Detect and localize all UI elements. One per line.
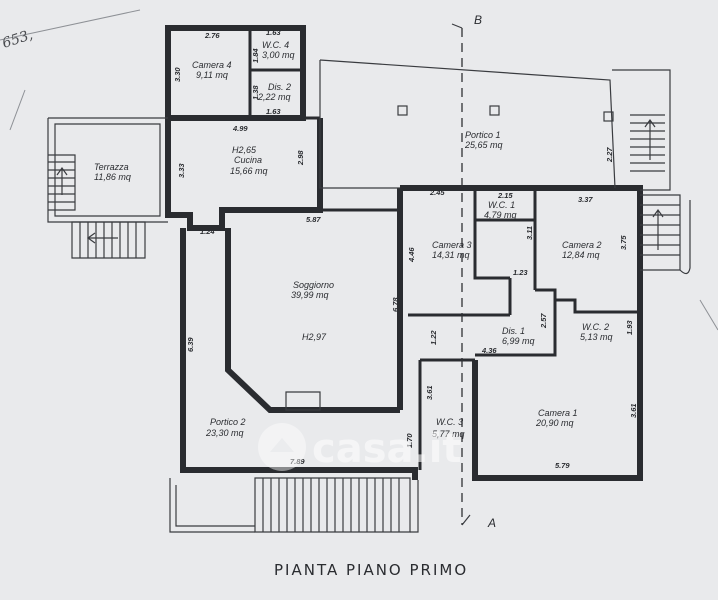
dimension-label: 3.61 [629, 403, 638, 418]
wall-dis1-bottom [475, 288, 557, 357]
right-staircase [612, 69, 691, 275]
pencil-mark [699, 299, 718, 331]
pillar [489, 105, 500, 116]
pencil-mark [0, 9, 141, 41]
room-area-portico2: 23,30 mq [205, 428, 244, 438]
dimension-label: 3.61 [425, 385, 434, 400]
pencil-mark [9, 89, 26, 131]
room-name-camera3: Camera 3 [432, 240, 472, 250]
portico1-outline [319, 59, 616, 189]
room-name-camera2: Camera 2 [562, 240, 602, 250]
drawing-title: PIANTA PIANO PRIMO [274, 561, 468, 579]
wall-main-left-bottom [180, 228, 418, 480]
dimension-label: 4.36 [481, 346, 497, 355]
room-name-portico1: Portico 1 [465, 130, 501, 140]
wall-wc3 [418, 358, 475, 470]
dimension-label: 1.22 [429, 330, 438, 345]
dimension-label: 2.57 [539, 313, 548, 329]
bottom-staircase [254, 477, 411, 533]
wall-east-block [400, 185, 643, 481]
watermark: casa.it [258, 423, 462, 472]
room-name-dis1: Dis. 1 [502, 326, 525, 336]
portico2-railing [169, 478, 419, 533]
room-name-terrazza: Terrazza [94, 162, 129, 172]
dimension-label: 3.30 [173, 67, 182, 82]
dimension-label: 1.38 [251, 85, 260, 100]
room-area-camera4: 9,11 mq [196, 70, 228, 80]
dimension-label: 2.76 [204, 31, 220, 40]
room-name-wc2: W.C. 2 [582, 322, 609, 332]
room-name-camera1: Camera 1 [538, 408, 578, 418]
dimension-label: 5.87 [306, 215, 321, 224]
dimension-label: 1.63 [266, 28, 281, 37]
room-area-terrazza: 11,86 mq [94, 172, 131, 182]
section-mark-top: B [474, 13, 482, 27]
portico2-railing [175, 485, 255, 527]
dimension-label: 3.11 [525, 226, 534, 240]
dimension-label: 3.33 [177, 163, 186, 178]
room-area-wc2: 5,13 mq [580, 332, 613, 342]
room-area-camera1: 20,90 mq [535, 418, 574, 428]
room-area-camera3: 14,31 mq [432, 250, 470, 260]
dimension-label: 1.84 [251, 48, 260, 63]
room-area-cucina: 15,66 mq [230, 166, 268, 176]
room-name-wc3: W.C. 3 [436, 417, 463, 427]
pillar [397, 105, 408, 116]
room-name-wc1: W.C. 1 [488, 200, 515, 210]
dimension-label: 1.70 [405, 433, 414, 448]
dimension-label: 2.45 [429, 188, 445, 197]
room-area-wc4: 3,00 mq [262, 50, 295, 60]
section-arrow [451, 23, 471, 526]
dimension-label: 1.24 [200, 227, 215, 236]
dimension-label: 5.79 [555, 461, 570, 470]
dimension-label: 4.99 [232, 124, 248, 133]
left-staircase [48, 154, 146, 259]
terrazza-railing [54, 123, 161, 217]
room-name-soggiorno: Soggiorno [293, 280, 334, 290]
room-height-soggiorno: H2,97 [302, 332, 327, 342]
room-area-wc1: 4,79 mq [484, 210, 517, 220]
room-area-portico1: 25,65 mq [464, 140, 503, 150]
room-area-soggiorno: 39,99 mq [291, 290, 329, 300]
portico1-outline [319, 60, 400, 189]
room-area-dis2: 2,22 mq [257, 92, 291, 102]
dimension-label: 7.89 [290, 457, 305, 466]
dimension-label: 6.39 [186, 337, 195, 352]
dimension-label: 6.78 [391, 297, 400, 312]
watermark-text: casa.it [312, 426, 462, 472]
room-name-wc4: W.C. 4 [262, 40, 289, 50]
room-height-cucina: H2,65 [232, 145, 257, 155]
room-name-camera4: Camera 4 [192, 60, 232, 70]
dimension-label: 4.46 [407, 247, 416, 263]
dimension-label: 1.23 [513, 268, 528, 277]
room-name-dis2: Dis. 2 [268, 82, 291, 92]
wall-camera3-wc1 [473, 188, 510, 280]
dimension-label: 2.98 [296, 150, 305, 166]
room-name-portico2: Portico 2 [210, 417, 246, 427]
section-mark-bottom: A [487, 516, 496, 530]
room-area-dis1: 6,99 mq [502, 336, 535, 346]
dimension-label: 1.93 [625, 320, 634, 335]
room-area-camera2: 12,84 mq [562, 250, 600, 260]
wall-soggiorno [225, 228, 400, 413]
dimension-label: 2.15 [497, 191, 513, 200]
dimension-label: 3.75 [619, 235, 628, 250]
dimension-label: 3.37 [578, 195, 593, 204]
room-area-wc3: 5,77 mq [432, 429, 465, 439]
wall-camera2-wc2 [555, 298, 640, 314]
room-name-cucina: Cucina [234, 155, 262, 165]
pillar [603, 111, 614, 122]
fireplace [285, 391, 321, 411]
dimension-label: 1.63 [266, 107, 281, 116]
dimension-label: 2.27 [605, 147, 614, 163]
